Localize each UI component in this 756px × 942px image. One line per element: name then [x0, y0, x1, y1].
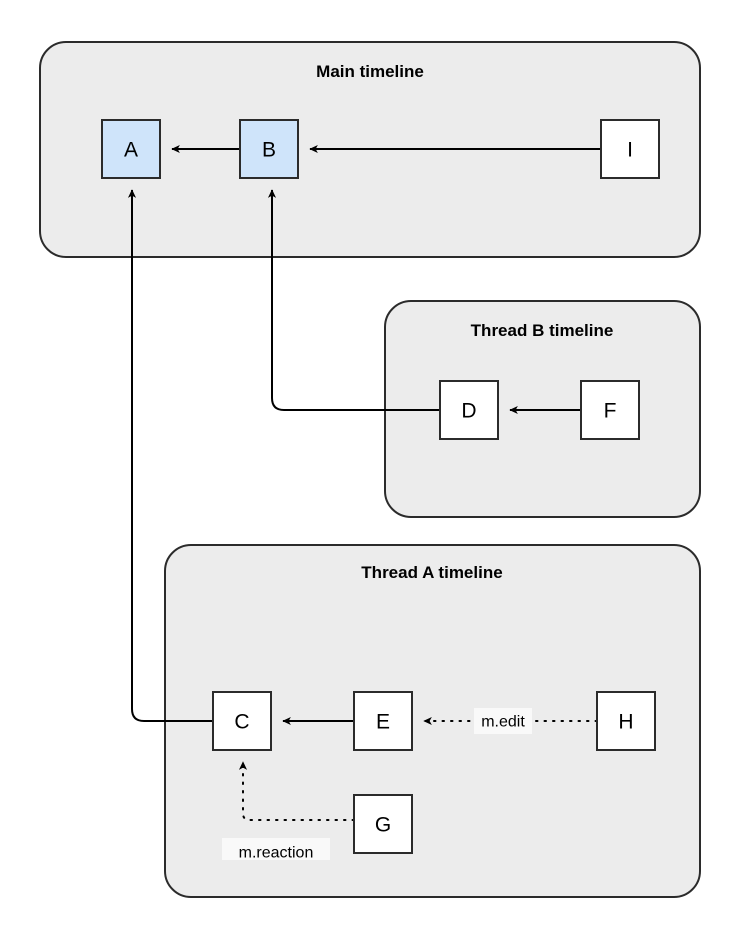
- group-title-main: Main timeline: [316, 62, 424, 81]
- edge-path-d-to-b: [267, 189, 440, 411]
- edge-path-c-to-a: [127, 189, 213, 722]
- node-label-d: D: [461, 400, 476, 423]
- node-box-d[interactable]: [439, 380, 499, 440]
- node-e[interactable]: E: [353, 691, 413, 751]
- node-box-h[interactable]: [596, 691, 656, 751]
- node-label-a: A: [124, 139, 138, 162]
- node-c[interactable]: C: [212, 691, 272, 751]
- node-label-f: F: [604, 400, 617, 423]
- edge-h-to-e: m.edit: [423, 708, 598, 734]
- edge-g-to-c: m.reaction: [222, 761, 355, 862]
- edge-path-g-to-c: [238, 761, 355, 821]
- node-g[interactable]: G: [353, 794, 413, 854]
- node-label-b: B: [262, 139, 276, 162]
- edge-c-to-a: [127, 189, 213, 722]
- node-box-f[interactable]: [580, 380, 640, 440]
- node-a[interactable]: A: [101, 119, 161, 179]
- node-b[interactable]: B: [239, 119, 299, 179]
- node-f[interactable]: F: [580, 380, 640, 440]
- group-title-thread-b: Thread B timeline: [471, 321, 614, 340]
- node-h[interactable]: H: [596, 691, 656, 751]
- node-label-g: G: [375, 814, 391, 837]
- node-box-c[interactable]: [212, 691, 272, 751]
- edge-d-to-b: [267, 189, 440, 411]
- edge-label-bg-m-reaction: [222, 838, 330, 860]
- node-label-i: I: [627, 139, 633, 162]
- node-label-h: H: [618, 711, 633, 734]
- node-box-g[interactable]: [353, 794, 413, 854]
- group-title-thread-a: Thread A timeline: [361, 563, 502, 582]
- node-box-i[interactable]: [600, 119, 660, 179]
- edge-label-bg-m-edit: [474, 708, 532, 734]
- edge-label-m-edit: m.edit: [481, 714, 525, 731]
- node-box-e[interactable]: [353, 691, 413, 751]
- node-label-e: E: [376, 711, 390, 734]
- node-box-b[interactable]: [239, 119, 299, 179]
- node-label-c: C: [234, 711, 249, 734]
- edge-label-m-reaction: m.reaction: [239, 845, 314, 862]
- node-box-a[interactable]: [101, 119, 161, 179]
- node-i[interactable]: I: [600, 119, 660, 179]
- node-d[interactable]: D: [439, 380, 499, 440]
